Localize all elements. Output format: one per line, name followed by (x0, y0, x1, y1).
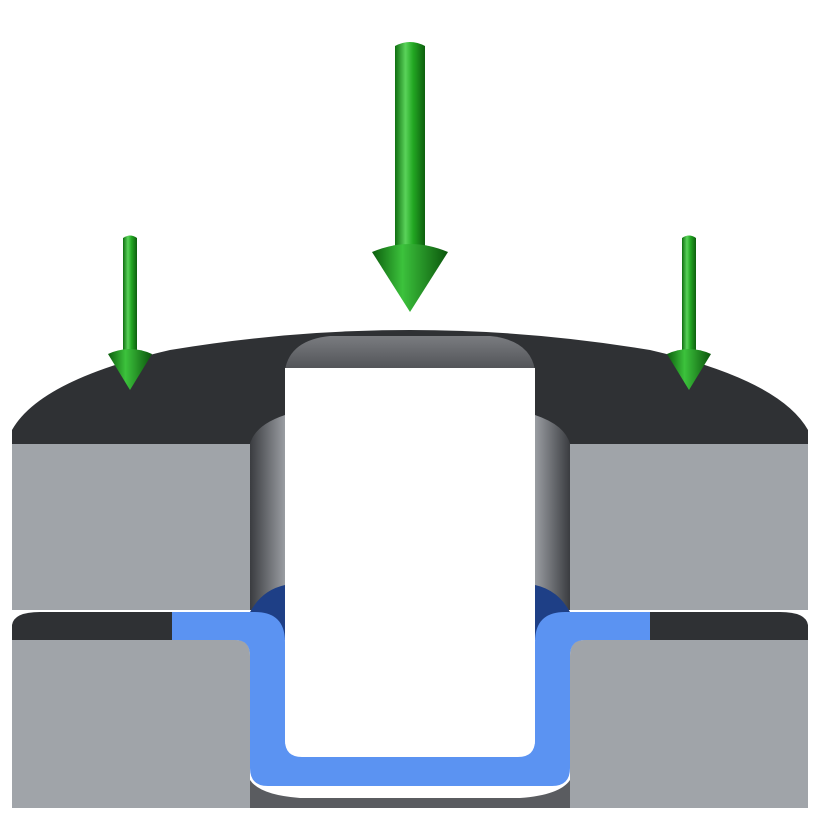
blank-holder-force-left (108, 235, 152, 390)
die-left-face (12, 640, 250, 808)
arrow-down-icon (682, 235, 696, 350)
arrow-head-left (108, 349, 152, 390)
blank-holder-right-face (570, 444, 808, 610)
arrow-down-icon (395, 42, 425, 248)
punch-force (372, 42, 448, 312)
die-top-right (650, 612, 808, 640)
arrow-head-center (372, 244, 448, 312)
blank-holder-force-right (667, 235, 711, 390)
die-right-face (570, 640, 808, 808)
die (12, 612, 808, 808)
arrow-down-icon (123, 235, 137, 350)
sheet-metal-blank (172, 585, 650, 786)
sheet-profile (172, 612, 650, 786)
blank-holder-bore-right (535, 415, 570, 610)
punch-cap (285, 336, 535, 370)
die-cavity-shadow (250, 780, 570, 808)
blank-holder-left-face (12, 444, 250, 610)
arrow-head-right (667, 349, 711, 390)
blank-holder-bore-left (250, 415, 285, 610)
punch-body (285, 368, 535, 755)
punch (285, 336, 535, 755)
die-top-left (12, 612, 172, 640)
